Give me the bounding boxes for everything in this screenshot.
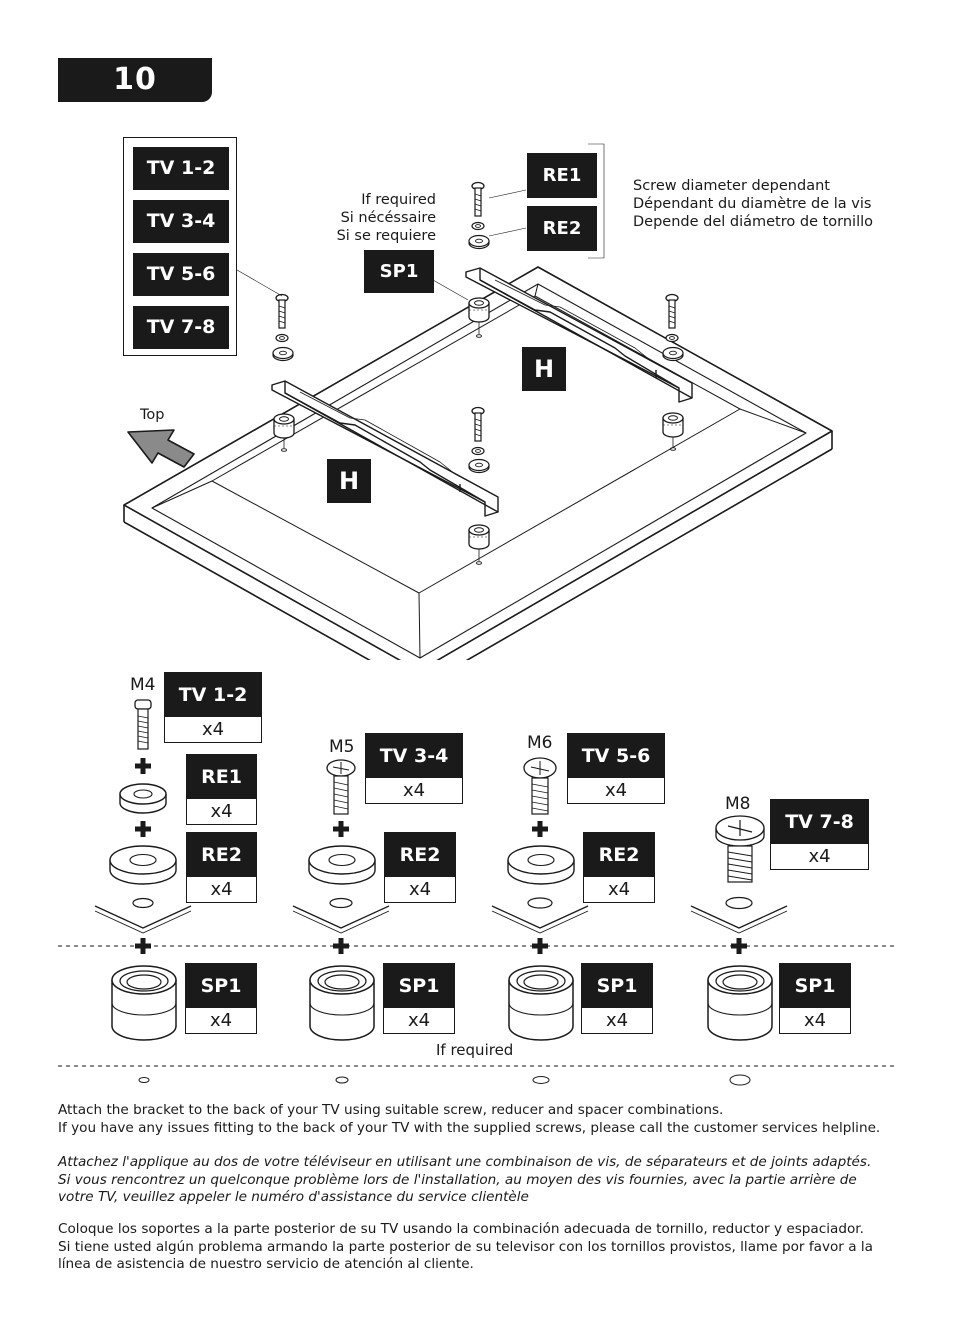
- bracket-label-upper: H: [522, 347, 566, 391]
- fixing-stack-upper-center: [468, 181, 490, 338]
- sp1-quantity-box: SP1 x4: [779, 963, 851, 1034]
- screw-note-line: Depende del diámetro de tornillo: [633, 214, 874, 230]
- screw-note-line: Screw diameter dependant: [633, 178, 830, 194]
- screw-size-label: M8: [725, 794, 751, 814]
- sp1-callout: SP1: [364, 250, 434, 293]
- screw-size-label: M5: [329, 737, 355, 757]
- tv-quantity-box: TV 1-2 x4: [164, 672, 262, 743]
- screw-note-line: Dépendant du diamètre de la vis: [633, 196, 872, 212]
- tv-legend-item: TV 3-4: [133, 200, 229, 243]
- if-required-line: If required: [361, 192, 436, 208]
- instruction-line: Attach the bracket to the back of your T…: [58, 1102, 724, 1118]
- instruction-line: If you have any issues fitting to the ba…: [58, 1119, 881, 1136]
- tv-assembly-diagram: [123, 143, 833, 660]
- leader-lines: [236, 143, 605, 301]
- screw-diameter-note: Screw diameter dependant Dépendant du di…: [633, 177, 933, 231]
- fixing-stack-lower-center: [468, 406, 490, 565]
- bracket-label-lower: H: [327, 459, 371, 503]
- re2-quantity-box: RE2 x4: [583, 832, 655, 903]
- if-required-line: Si se requiere: [336, 228, 436, 244]
- top-direction-arrow: [127, 429, 195, 468]
- instruction-line: votre TV, veuillez appeler le numéro d'a…: [58, 1189, 529, 1205]
- sp1-quantity-box: SP1 x4: [383, 963, 455, 1034]
- instructions-english: Attach the bracket to the back of your T…: [58, 1102, 928, 1137]
- if-required-note: If required Si nécéssaire Si se requiere: [300, 191, 436, 245]
- tv-quantity-box: TV 3-4 x4: [365, 733, 463, 804]
- tv-legend-item: TV 7-8: [133, 306, 229, 349]
- re2-callout: RE2: [527, 206, 597, 251]
- instructions-french: Attachez l'applique au dos de votre télé…: [58, 1154, 928, 1207]
- sp1-quantity-box: SP1 x4: [185, 963, 257, 1034]
- if-required-line: Si nécéssaire: [340, 210, 436, 226]
- instructions-spanish: Coloque los soportes a la parte posterio…: [58, 1221, 928, 1274]
- bracket-upper: [465, 267, 693, 403]
- hardware-column-m8: [690, 815, 788, 1086]
- sp1-quantity-box: SP1 x4: [581, 963, 653, 1034]
- screw-size-label: M6: [527, 733, 553, 753]
- re1-callout: RE1: [527, 153, 597, 198]
- instruction-line: Attachez l'applique au dos de votre télé…: [58, 1154, 872, 1170]
- top-label: Top: [140, 407, 165, 423]
- instruction-line: Si vous rencontrez un quelconque problèm…: [58, 1171, 857, 1188]
- instruction-line: Coloque los soportes a la parte posterio…: [58, 1221, 864, 1237]
- tv-quantity-box: TV 7-8 x4: [770, 799, 869, 870]
- hardware-column-m6: [491, 757, 589, 1084]
- re2-quantity-box: RE2 x4: [384, 832, 456, 903]
- tv-legend-item: TV 5-6: [133, 253, 229, 296]
- re2-quantity-box: RE2 x4: [186, 832, 257, 903]
- screw-size-label: M4: [130, 675, 156, 695]
- tv-size-legend: TV 1-2 TV 3-4 TV 5-6 TV 7-8: [123, 137, 237, 356]
- bracket-lower: [271, 380, 499, 517]
- if-required-label: If required: [436, 1041, 514, 1059]
- step-number-badge: 10: [58, 58, 212, 102]
- instruction-line: línea de asistencia de nuestro servicio …: [58, 1256, 474, 1272]
- tv-quantity-box: TV 5-6 x4: [567, 733, 665, 804]
- fixing-stack-left: [272, 293, 295, 452]
- fixing-stack-right: [662, 293, 684, 451]
- hardware-column-m4: [94, 699, 192, 1083]
- hardware-column-m5: [292, 759, 390, 1084]
- tv-legend-item: TV 1-2: [133, 147, 229, 190]
- re1-quantity-box: RE1 x4: [186, 754, 257, 825]
- instruction-line: Si tiene usted algún problema armando la…: [58, 1238, 873, 1255]
- hardware-chart-drawing: [58, 699, 896, 1086]
